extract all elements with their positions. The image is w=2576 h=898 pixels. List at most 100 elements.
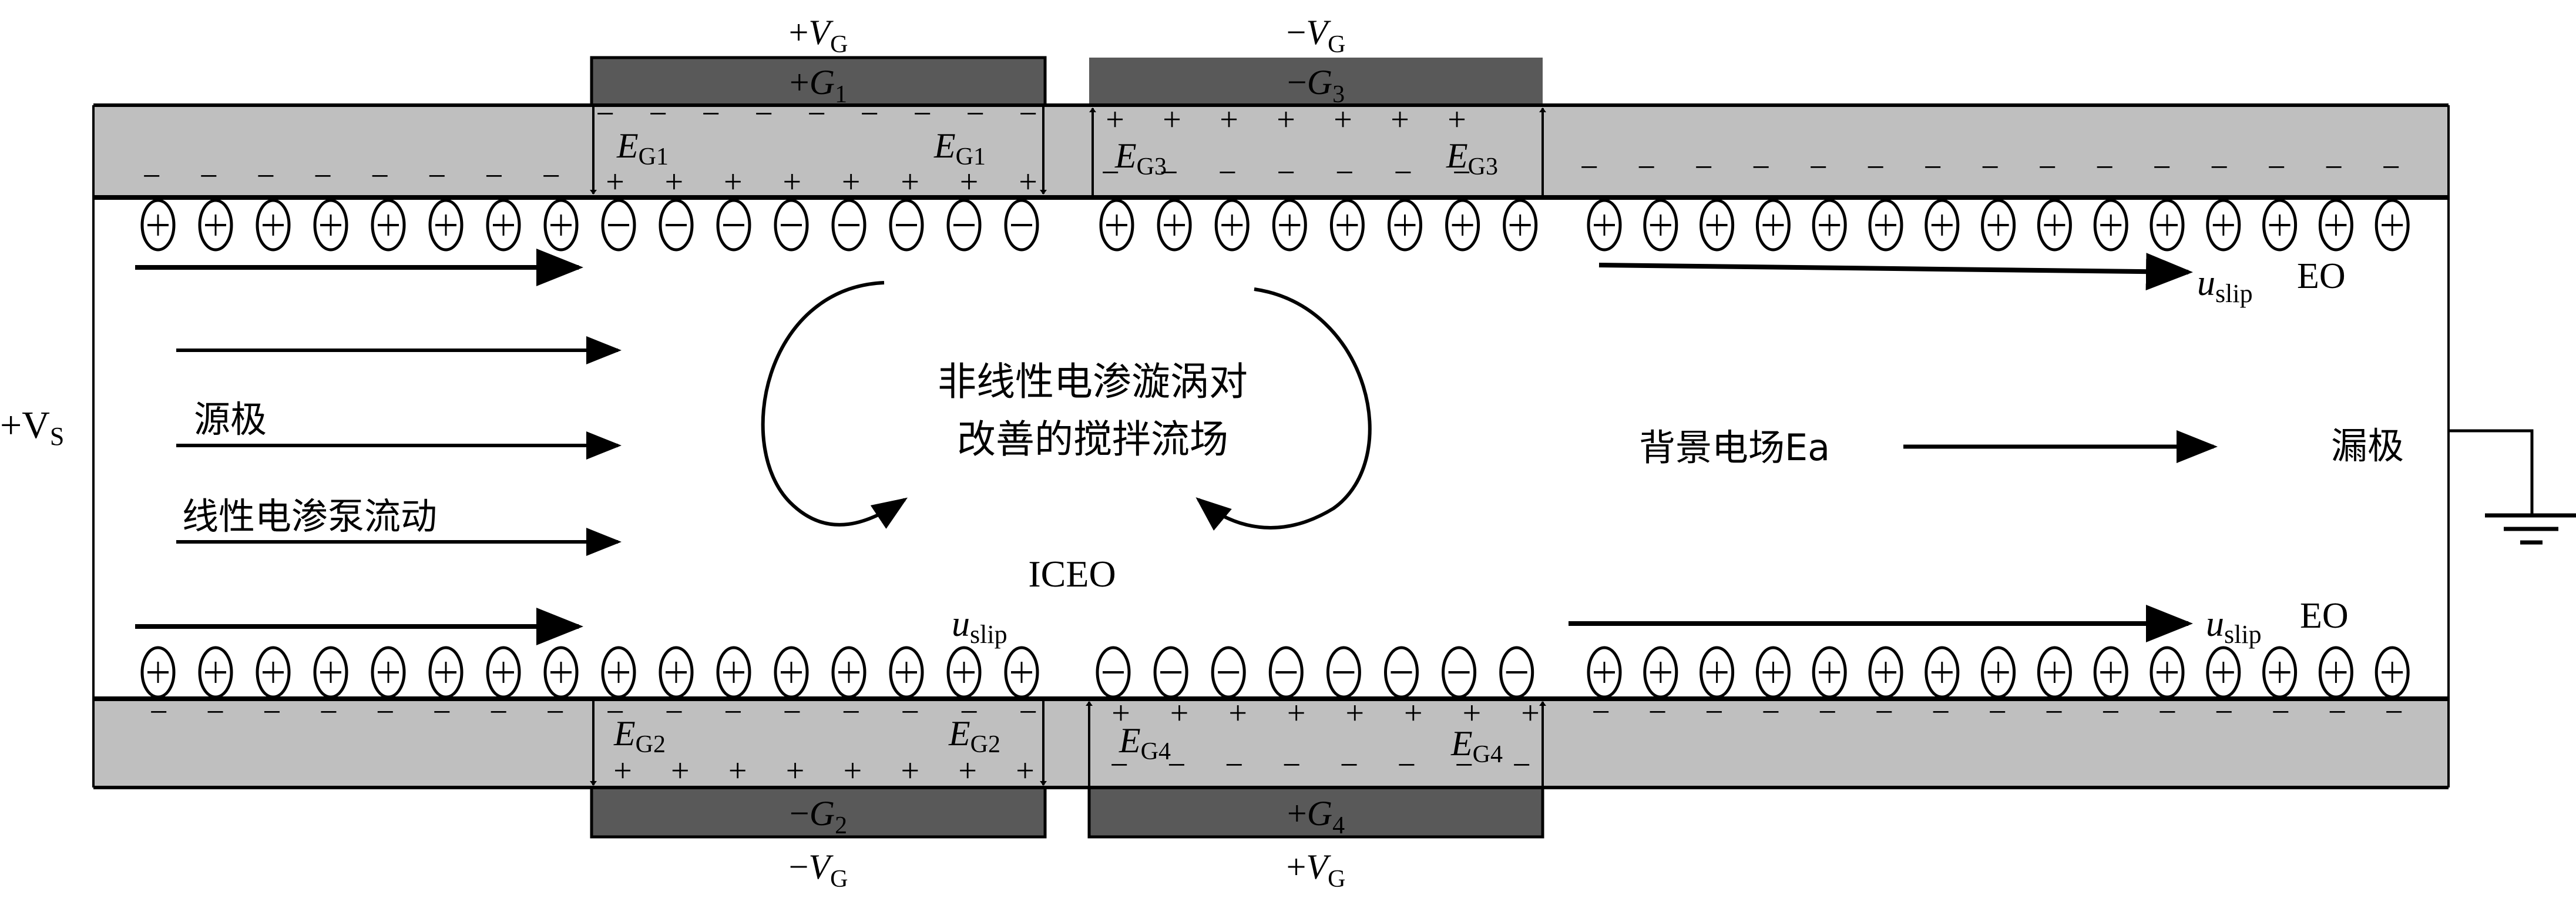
eo-slip-label-bottom: uslip bbox=[2206, 604, 2262, 649]
bottom-layer-negative-charge: − bbox=[2271, 694, 2290, 731]
bottom-left-positive-ion bbox=[889, 646, 924, 699]
g1-surface-charge: + bbox=[606, 164, 624, 200]
bottom-middle-negative-ion bbox=[1499, 646, 1534, 699]
bottom-left-positive-ion bbox=[140, 646, 176, 699]
bottom-left-positive-ion bbox=[831, 646, 866, 699]
bottom-layer-negative-charge: − bbox=[2045, 694, 2064, 731]
bottom-middle-negative-ion bbox=[1442, 646, 1477, 699]
gate-g3-body bbox=[1089, 58, 1543, 105]
field-label-g4-right: EG4 bbox=[1450, 724, 1503, 768]
g2-surface-charge: − bbox=[606, 694, 624, 731]
field-label-g1-left: EG1 bbox=[616, 126, 669, 170]
bottom-layer-negative-charge: − bbox=[2328, 694, 2347, 731]
bottom-layer-negative-charge: − bbox=[1818, 694, 1837, 731]
g1-induced-charge: − bbox=[596, 96, 614, 132]
g2-induced-charge: + bbox=[613, 753, 632, 789]
bottom-layer-negative-charge: − bbox=[1875, 694, 1893, 731]
gate-g2-voltage: −VG bbox=[789, 847, 848, 893]
g3-surface-charge: − bbox=[1452, 155, 1471, 191]
top-right-positive-ion bbox=[2093, 199, 2128, 252]
eo-slip-arrow-top bbox=[1598, 253, 2193, 291]
bottom-layer-negative-charge: − bbox=[1591, 694, 1610, 731]
bottom-middle-negative-ion bbox=[1211, 646, 1246, 699]
g2-surface-charge: − bbox=[1019, 694, 1037, 731]
bottom-left-positive-ion bbox=[486, 646, 521, 699]
top-right-positive-ion bbox=[2150, 199, 2185, 252]
bottom-layer-negative-charge: − bbox=[1648, 694, 1667, 731]
top-right-positive-ion bbox=[1812, 199, 1847, 252]
linear-flow-label: 线性电渗泵流动 bbox=[182, 495, 437, 538]
source-label: 源极 bbox=[194, 398, 267, 441]
field-label-g4-left: EG4 bbox=[1119, 721, 1171, 765]
bottom-right-positive-ion bbox=[1925, 646, 1960, 699]
g2-surface-charge: − bbox=[782, 694, 801, 731]
g2-surface-charge: − bbox=[960, 694, 979, 731]
g4-induced-charge: − bbox=[1455, 747, 1473, 783]
top-right-positive-ion bbox=[2262, 199, 2298, 252]
top-layer-negative-charge: − bbox=[428, 158, 446, 195]
surface-charges: −−−−−−−−−−−−−−−−−+++++++++++++++−−−−−−−−… bbox=[142, 96, 2403, 789]
g3-induced-charge: + bbox=[1334, 102, 1352, 138]
g2-surface-charge: − bbox=[901, 694, 919, 731]
linear-flow-arrows bbox=[135, 249, 2218, 645]
bottom-left-positive-ion bbox=[774, 646, 809, 699]
top-layer-negative-charge: − bbox=[2152, 149, 2171, 186]
g3-induced-charge: + bbox=[1220, 102, 1238, 138]
top-layer-negative-charge: − bbox=[1694, 149, 1713, 186]
bottom-layer-negative-charge: − bbox=[432, 694, 451, 731]
bottom-layer-negative-charge: − bbox=[1761, 694, 1780, 731]
top-layer-negative-charge: − bbox=[2382, 149, 2400, 186]
g2-induced-charge: + bbox=[901, 753, 919, 789]
bottom-left-positive-ion bbox=[716, 646, 751, 699]
g4-induced-charge: − bbox=[1225, 747, 1244, 783]
bottom-left-positive-ion bbox=[543, 646, 579, 699]
gate-g2: −G2 −VG bbox=[590, 786, 1047, 893]
eo-label-bottom: EO bbox=[2300, 596, 2349, 636]
top-right-positive-ion bbox=[1587, 199, 1622, 252]
gate-g3: −G3 −VG bbox=[1089, 13, 1543, 108]
bottom-left-positive-ion bbox=[1004, 646, 1039, 699]
bottom-layer-negative-charge: − bbox=[2158, 694, 2177, 731]
g3-induced-charge: + bbox=[1106, 102, 1124, 138]
field-label-g1-right: EG1 bbox=[933, 126, 986, 170]
top-left-positive-ion bbox=[313, 199, 348, 252]
bottom-dielectric-layer bbox=[93, 699, 2449, 788]
gate-g1-body bbox=[590, 56, 1047, 107]
gate-g3-voltage: −VG bbox=[1287, 13, 1346, 58]
top-layer-negative-charge: − bbox=[1866, 149, 1885, 186]
bottom-left-positive-ion bbox=[428, 646, 464, 699]
top-left-negative-ion bbox=[889, 199, 924, 252]
field-label-g3-right: EG3 bbox=[1446, 136, 1498, 180]
top-left-positive-ion bbox=[371, 199, 406, 252]
g1-induced-charge: − bbox=[1019, 96, 1037, 132]
bottom-middle-negative-ion bbox=[1326, 646, 1361, 699]
field-label-g2-left: EG2 bbox=[613, 714, 666, 758]
g1-surface-charge: + bbox=[665, 164, 684, 200]
gate-g1-label: +G1 bbox=[790, 63, 847, 108]
top-left-negative-ion bbox=[1004, 199, 1039, 252]
bottom-right-positive-ion bbox=[1981, 646, 2016, 699]
top-layer-negative-charge: − bbox=[2325, 149, 2343, 186]
gate-g4-body bbox=[1087, 786, 1544, 839]
bottom-layer-negative-charge: − bbox=[2101, 694, 2120, 731]
ion-layers bbox=[140, 199, 2410, 699]
g1-surface-charge: + bbox=[782, 164, 801, 200]
bottom-layer-negative-charge: − bbox=[376, 694, 395, 731]
bottom-left-positive-ion bbox=[256, 646, 291, 699]
gate-g4-label: +G4 bbox=[1287, 794, 1345, 839]
g1-surface-charge: + bbox=[901, 164, 919, 200]
top-layer-negative-charge: − bbox=[142, 158, 161, 195]
bottom-left-positive-ion bbox=[198, 646, 233, 699]
g3-surface-charge: − bbox=[1160, 155, 1178, 191]
top-middle-positive-ion bbox=[1503, 199, 1538, 252]
top-left-positive-ion bbox=[140, 199, 176, 252]
bottom-right-positive-ion bbox=[1587, 646, 1622, 699]
g4-induced-charge: − bbox=[1282, 747, 1301, 783]
bottom-layer-negative-charge: − bbox=[206, 694, 225, 731]
bottom-right-positive-ion bbox=[1700, 646, 1735, 699]
top-left-positive-ion bbox=[256, 199, 291, 252]
field-arrows bbox=[590, 105, 1546, 788]
top-left-negative-ion bbox=[659, 199, 694, 252]
bottom-middle-negative-ion bbox=[1384, 646, 1419, 699]
